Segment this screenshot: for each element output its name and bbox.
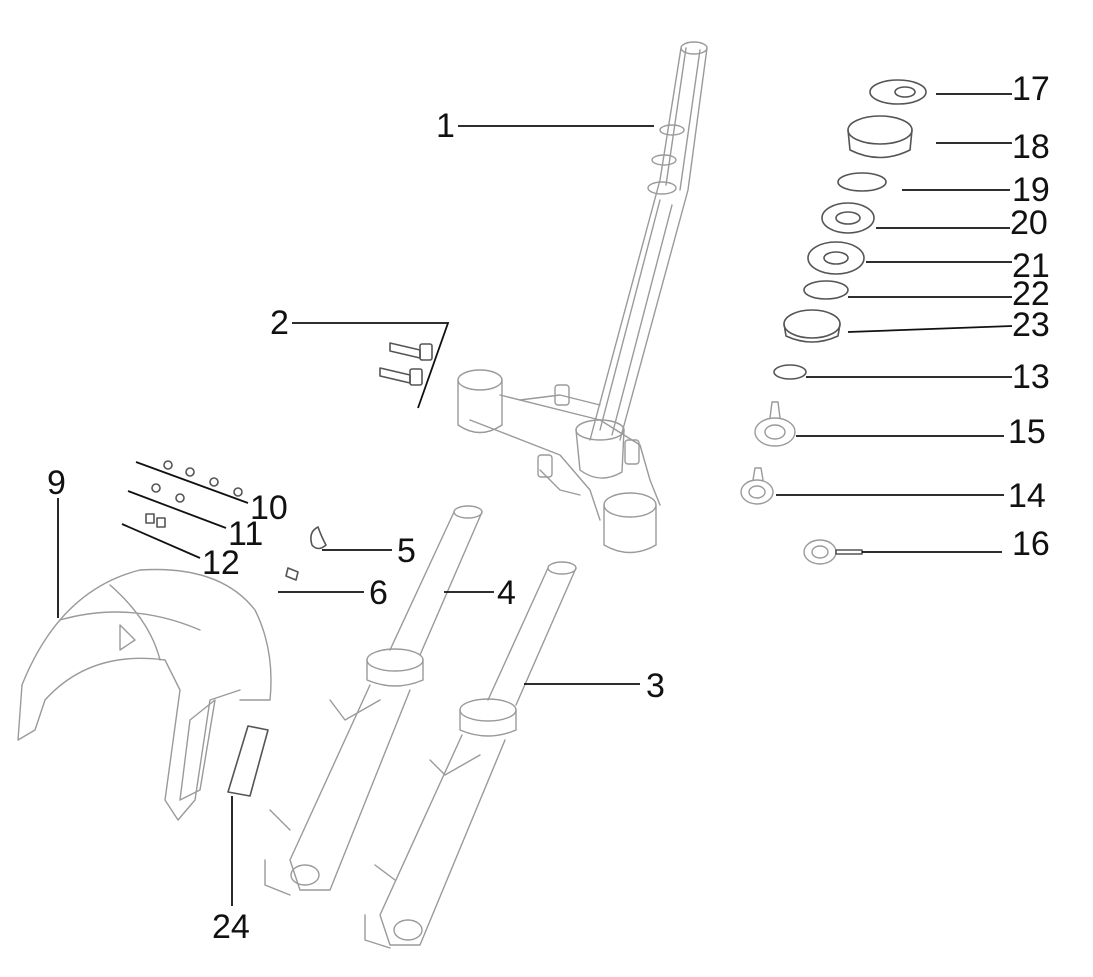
callout-labels: 1 2 3 4 5 6 9 10 11 12 13 14 15 16 17 18… [47, 70, 1050, 946]
fork-leg-right-part [364, 561, 577, 949]
clamp-15-part [754, 401, 796, 447]
ball-race-19-part [837, 172, 887, 192]
callout-14: 14 [1008, 477, 1046, 515]
bolt-pair-part [379, 342, 433, 386]
reflector-part [227, 725, 269, 797]
leader-23 [847, 325, 1013, 333]
callout-21: 21 [1012, 247, 1050, 285]
leader-lines [57, 93, 1013, 906]
callout-22: 22 [1012, 275, 1050, 313]
callout-15: 15 [1008, 413, 1046, 451]
callout-19: 19 [1012, 171, 1050, 209]
steering-stem-part [589, 41, 708, 441]
front-fender-part [17, 568, 272, 821]
lock-nut-17-part [869, 79, 927, 105]
clamp-14-part [740, 467, 774, 505]
ball-race-22-part [803, 280, 849, 300]
callout-3: 3 [646, 667, 665, 705]
cup-race-21-part [807, 241, 865, 275]
wire-clip-part [310, 526, 327, 550]
callout-20: 20 [1010, 204, 1048, 242]
triple-clamp-part [457, 369, 661, 554]
callout-2: 2 [270, 304, 289, 342]
callout-16: 16 [1012, 525, 1050, 563]
small-screw-part [285, 567, 299, 581]
adjust-nut-18-part [847, 115, 913, 159]
callout-11: 11 [228, 515, 263, 553]
screw-set-part [145, 460, 243, 528]
callout-4: 4 [497, 574, 516, 612]
callout-1: 1 [436, 107, 455, 145]
callout-9: 9 [47, 464, 66, 502]
cone-race-20-part [821, 202, 875, 234]
callout-18: 18 [1012, 128, 1050, 166]
callout-17: 17 [1012, 70, 1050, 108]
leader-11 [127, 490, 227, 529]
callout-10: 10 [250, 489, 288, 527]
fork-leg-left-part [264, 505, 483, 896]
callout-5: 5 [397, 532, 416, 570]
clamp-16-part [803, 539, 863, 565]
leader-2 [292, 322, 450, 409]
bottom-cone-23-part [783, 309, 841, 343]
callout-24: 24 [212, 908, 250, 946]
leader-10 [135, 461, 249, 504]
leader-12 [121, 523, 201, 559]
callout-6: 6 [369, 574, 388, 612]
callout-12: 12 [202, 544, 240, 582]
callout-13: 13 [1012, 358, 1050, 396]
dust-seal-13-part [773, 364, 807, 380]
callout-23: 23 [1012, 306, 1050, 344]
